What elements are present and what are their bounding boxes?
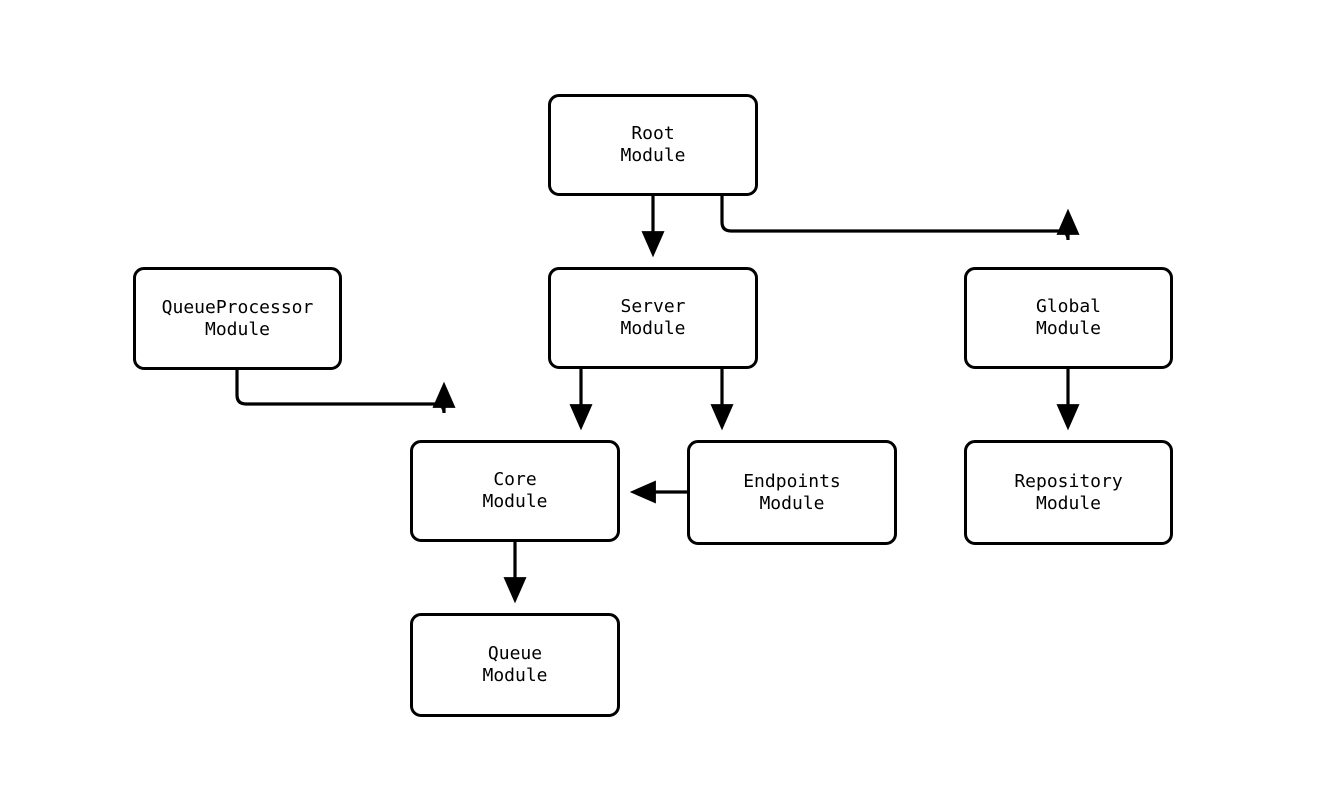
node-repository-module-label: Repository Module [1014, 470, 1123, 514]
node-queue-module[interactable]: Queue Module [410, 613, 620, 717]
node-server-module[interactable]: Server Module [548, 267, 758, 369]
node-core-module[interactable]: Core Module [410, 440, 620, 542]
node-global-module[interactable]: Global Module [964, 267, 1173, 369]
node-endpoints-module[interactable]: Endpoints Module [687, 440, 897, 545]
node-queue-module-label: Queue Module [482, 643, 548, 686]
edge-queueprocessor-to-core [235, 370, 456, 414]
node-endpoints-module-label: Endpoints Module [743, 470, 841, 514]
node-repository-module[interactable]: Repository Module [964, 440, 1173, 545]
node-global-module-label: Global Module [1035, 296, 1102, 339]
node-root-module-label: Root Module [620, 123, 686, 166]
node-queueprocessor-module[interactable]: QueueProcessor Module [133, 267, 342, 370]
node-server-module-label: Server Module [620, 296, 686, 339]
node-root-module[interactable]: Root Module [548, 94, 758, 196]
node-queueprocessor-module-label: QueueProcessor Module [161, 296, 314, 340]
edge-root-to-global [720, 196, 1080, 241]
node-core-module-label: Core Module [482, 469, 548, 512]
